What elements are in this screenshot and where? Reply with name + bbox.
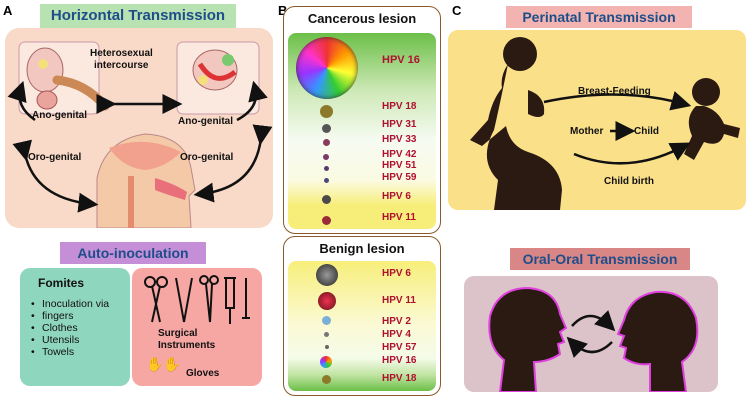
cancerous-lesion-panel: Cancerous lesion	[283, 6, 441, 234]
ano-genital-left-arrow-icon	[7, 80, 36, 122]
hpv31-virus-icon	[322, 124, 331, 133]
fomite-item: Clothes	[31, 322, 109, 334]
benign-hpv-label: HPV 11	[382, 295, 416, 306]
benign-hpv-label: HPV 6	[382, 268, 411, 279]
forceps-icon	[175, 277, 193, 323]
oro-genital-right-label: Oro-genital	[180, 152, 234, 163]
oral-exchange-arrow-bottom-icon	[566, 336, 613, 358]
benign-hpv-label: HPV 18	[382, 373, 417, 384]
benign-hpv-label: HPV 57	[382, 342, 417, 353]
breast-feeding-label: Breast-Feeding	[578, 86, 651, 97]
hpv18-virus-icon	[320, 105, 333, 118]
head-profile-icon	[96, 133, 196, 229]
cancerous-lesion-title: Cancerous lesion	[307, 11, 417, 26]
female-anatomy-icon	[176, 41, 260, 115]
benign-hpv16-virus-icon	[320, 356, 332, 368]
surgical-label: Surgical	[158, 328, 198, 339]
clamp-icon	[199, 275, 219, 323]
fomites-list: Inoculation via fingers Clothes Utensils…	[30, 298, 109, 358]
cancer-hpv-label: HPV 6	[382, 191, 411, 202]
cancer-hpv-label: HPV 51	[382, 160, 417, 171]
hpv59-virus-icon	[324, 178, 329, 183]
oro-genital-left-arrow-icon	[12, 139, 99, 213]
mother-label: Mother	[570, 126, 604, 137]
fomite-item: Inoculation via	[31, 298, 109, 310]
ano-genital-right-arrow-icon	[236, 80, 268, 122]
cancer-hpv-label: HPV 59	[382, 172, 417, 183]
anatomy-illustration	[7, 41, 273, 229]
surgical-box: Surgical Instruments ✋✋ Gloves	[132, 268, 262, 386]
perinatal-transmission-title: Perinatal Transmission	[506, 6, 692, 28]
oral-panel	[464, 276, 718, 392]
cancer-hpv-label: HPV 11	[382, 212, 416, 223]
hpv11-virus-icon	[322, 216, 331, 225]
perinatal-panel	[448, 30, 746, 210]
instruments-label: Instruments	[158, 340, 216, 351]
surgical-tools-icons	[144, 275, 250, 324]
fomite-item: Utensils	[31, 334, 109, 346]
horizontal-transmission-panel	[5, 28, 273, 229]
right-face-silhouette-icon	[616, 290, 699, 392]
panel-a-letter: A	[3, 3, 13, 18]
cancer-hpv-label: HPV 18	[382, 101, 417, 112]
benign-hpv57-virus-icon	[325, 345, 329, 349]
benign-hpv18-virus-icon	[322, 375, 331, 384]
cancer-hpv-label: HPV 31	[382, 119, 417, 130]
benign-hpv6-virus-icon	[316, 264, 338, 286]
horizontal-transmission-title: Horizontal Transmission	[40, 4, 236, 28]
benign-hpv2-virus-icon	[322, 316, 331, 325]
cancer-hpv-label: HPV 42	[382, 149, 417, 160]
perinatal-illustration	[470, 37, 740, 210]
ano-genital-left-label: Ano-genital	[32, 110, 87, 121]
fomites-title: Fomites	[38, 276, 85, 290]
breast-feeding-arrow-icon	[543, 91, 692, 111]
benign-gradient	[288, 261, 436, 391]
cancer-hpv-label: HPV 33	[382, 134, 417, 145]
child-birth-label: Child birth	[604, 176, 654, 187]
benign-lesion-title: Benign lesion	[319, 241, 405, 256]
gloves-icon: ✋✋	[146, 356, 181, 372]
oro-genital-right-arrow-icon	[193, 124, 273, 203]
heterosexual-label: Heterosexual	[90, 48, 153, 59]
oro-genital-left-label: Oro-genital	[28, 152, 82, 163]
oral-illustration	[488, 286, 699, 392]
pregnant-mother-silhouette-icon	[470, 37, 562, 210]
benign-hpv-label: HPV 16	[382, 355, 417, 366]
cancer-hpv-label: HPV 16	[382, 54, 420, 66]
scissors-icon	[144, 276, 168, 323]
ano-genital-right-label: Ano-genital	[178, 116, 233, 127]
fomite-item: fingers	[31, 310, 109, 322]
child-birth-arrow-icon	[573, 142, 691, 165]
intercourse-label: intercourse	[94, 60, 149, 71]
child-silhouette-icon	[684, 78, 740, 160]
oral-exchange-arrow-top-icon	[571, 310, 616, 332]
syringe-icon	[224, 277, 236, 324]
panel-c-letter: C	[452, 3, 462, 18]
oral-oral-transmission-title: Oral-Oral Transmission	[510, 248, 690, 270]
scalpel-icon	[242, 278, 250, 319]
benign-hpv-label: HPV 4	[382, 329, 411, 340]
benign-hpv-label: HPV 2	[382, 316, 411, 327]
panel-b-letter: B	[278, 3, 288, 18]
benign-lesion-panel: Benign lesion	[283, 236, 441, 396]
gloves-label: Gloves	[186, 368, 220, 379]
hpv16-virus-icon	[296, 37, 358, 99]
fomite-item: Towels	[31, 346, 109, 358]
hpv51-virus-icon	[324, 166, 329, 171]
hpv42-virus-icon	[323, 154, 329, 160]
fomites-box: Fomites Inoculation via fingers Clothes …	[20, 268, 130, 386]
hpv33-virus-icon	[323, 139, 330, 146]
auto-inoculation-title: Auto-inoculation	[60, 242, 206, 264]
benign-hpv4-virus-icon	[324, 332, 329, 337]
child-label: Child	[634, 126, 659, 137]
left-face-silhouette-icon	[488, 286, 568, 392]
benign-hpv11-virus-icon	[318, 292, 336, 310]
hpv6-virus-icon	[322, 195, 331, 204]
